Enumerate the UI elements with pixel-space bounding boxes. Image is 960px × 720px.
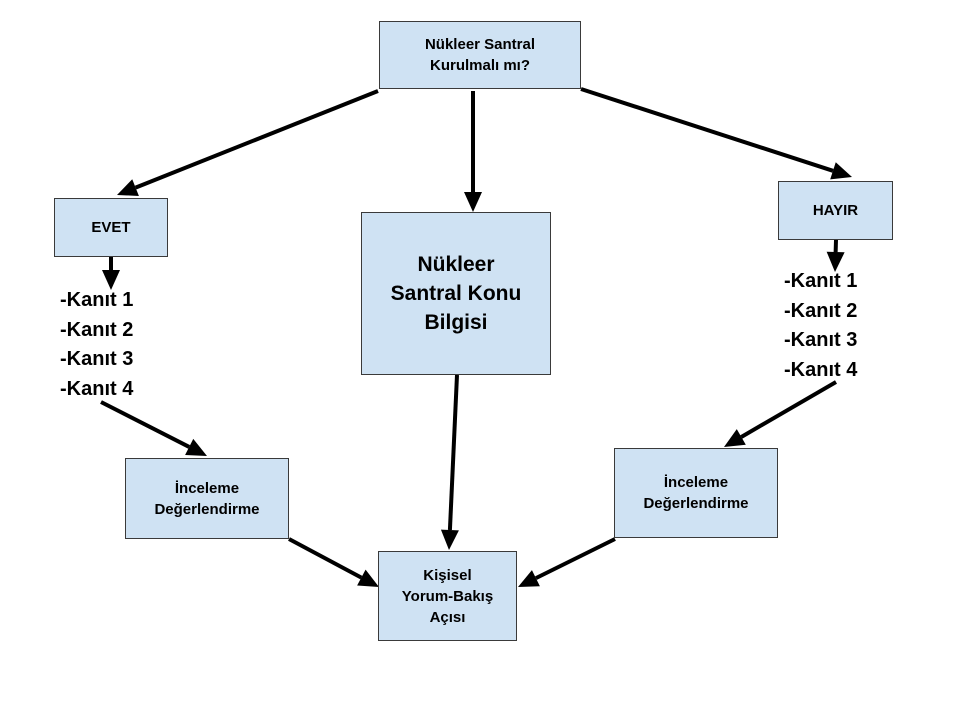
arrowhead-yes-to-evidence_yes bbox=[102, 270, 120, 290]
no-node: HAYIR bbox=[778, 181, 893, 240]
review-right-node: İnceleme Değerlendirme bbox=[614, 448, 778, 538]
evidence-item: -Kanıt 1 bbox=[60, 289, 134, 311]
no-label: HAYIR bbox=[812, 202, 859, 219]
arrowhead-review_left-to-personal_view bbox=[357, 569, 379, 587]
evidence-item: -Kanıt 3 bbox=[784, 329, 858, 351]
yes-node: EVET bbox=[54, 198, 168, 257]
arrow-question-to-yes bbox=[134, 89, 379, 190]
arrowhead-evidence_no-to-review_right bbox=[724, 429, 746, 447]
evidence-item: -Kanıt 4 bbox=[784, 358, 858, 381]
topic-info-node: Nükleer Santral Konu Bilgisi bbox=[361, 212, 551, 375]
arrow-review_right-to-personal_view bbox=[535, 537, 616, 580]
review-left-label: İnceleme Değerlendirme bbox=[154, 479, 260, 518]
personal-view-node: Kişisel Yorum-Bakış Açısı bbox=[378, 551, 517, 641]
evidence-list-yes: -Kanıt 1 -Kanıt 2 -Kanıt 3 -Kanıt 4 bbox=[60, 286, 133, 404]
evidence-item: -Kanıt 2 bbox=[784, 299, 858, 322]
arrow-evidence_yes-to-review_left bbox=[100, 400, 191, 449]
evidence-item: -Kanıt 2 bbox=[60, 318, 134, 341]
arrowhead-topic_info-to-personal_view bbox=[440, 529, 459, 550]
arrowhead-question-to-topic_info bbox=[464, 192, 482, 212]
evidence-item: -Kanıt 3 bbox=[60, 348, 134, 370]
evidence-item: -Kanıt 1 bbox=[784, 270, 858, 292]
review-left-node: İnceleme Değerlendirme bbox=[125, 458, 289, 539]
yes-label: EVET bbox=[91, 219, 131, 236]
topic-info-label: Nükleer Santral Konu Bilgisi bbox=[390, 253, 522, 334]
arrow-evidence_no-to-review_right bbox=[740, 380, 838, 439]
review-right-label: İnceleme Değerlendirme bbox=[643, 474, 749, 512]
arrow-review_left-to-personal_view bbox=[288, 537, 363, 580]
question-node: Nükleer Santral Kurulmalı mı? bbox=[379, 21, 581, 89]
question-label: Nükleer Santral Kurulmalı mı? bbox=[424, 36, 536, 74]
evidence-item: -Kanıt 4 bbox=[60, 377, 134, 400]
arrow-question-to-no bbox=[580, 87, 834, 173]
arrowhead-question-to-no bbox=[830, 162, 852, 180]
arrowhead-no-to-evidence_no bbox=[826, 251, 845, 272]
arrowhead-question-to-yes bbox=[117, 179, 139, 196]
evidence-list-no: -Kanıt 1 -Kanıt 2 -Kanıt 3 -Kanıt 4 bbox=[784, 267, 857, 385]
arrowhead-review_right-to-personal_view bbox=[518, 570, 540, 587]
arrow-topic_info-to-personal_view bbox=[447, 374, 459, 531]
personal-view-label: Kişisel Yorum-Bakış Açısı bbox=[401, 566, 494, 626]
arrowhead-evidence_yes-to-review_left bbox=[185, 438, 207, 456]
